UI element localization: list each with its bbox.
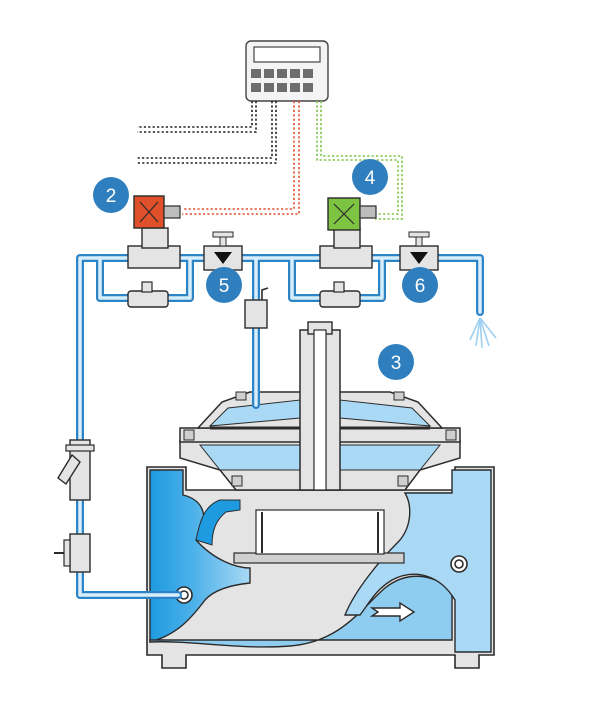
badge-6: 6: [402, 267, 438, 303]
controller-icon: [245, 40, 329, 102]
flow-direction-arrow-icon: [369, 601, 416, 623]
needle-valve-6: [399, 231, 439, 271]
pilot-cock-valve: [244, 287, 269, 329]
solenoid-valve-2: [127, 195, 181, 269]
valve-bonnet: [179, 321, 461, 491]
svg-text:2: 2: [106, 186, 117, 207]
svg-text:4: 4: [365, 168, 376, 189]
solenoid-valve-4: [319, 197, 377, 269]
bypass-ball-valve-right: [319, 281, 361, 308]
main-valve-body: [146, 466, 495, 669]
supply-ball-valve: [54, 533, 91, 573]
y-strainer: [57, 439, 95, 501]
badge-4: 4: [352, 159, 388, 195]
needle-valve-5: [203, 231, 243, 271]
bypass-ball-valve-left: [127, 281, 169, 308]
control-wires: [137, 101, 403, 220]
badge-5: 5: [206, 267, 242, 303]
water-spray-icon: [469, 317, 497, 349]
svg-text:3: 3: [391, 353, 402, 374]
svg-text:5: 5: [219, 276, 230, 297]
svg-text:6: 6: [415, 276, 426, 297]
badge-2: 2: [93, 177, 129, 213]
badge-3: 3: [378, 344, 414, 380]
